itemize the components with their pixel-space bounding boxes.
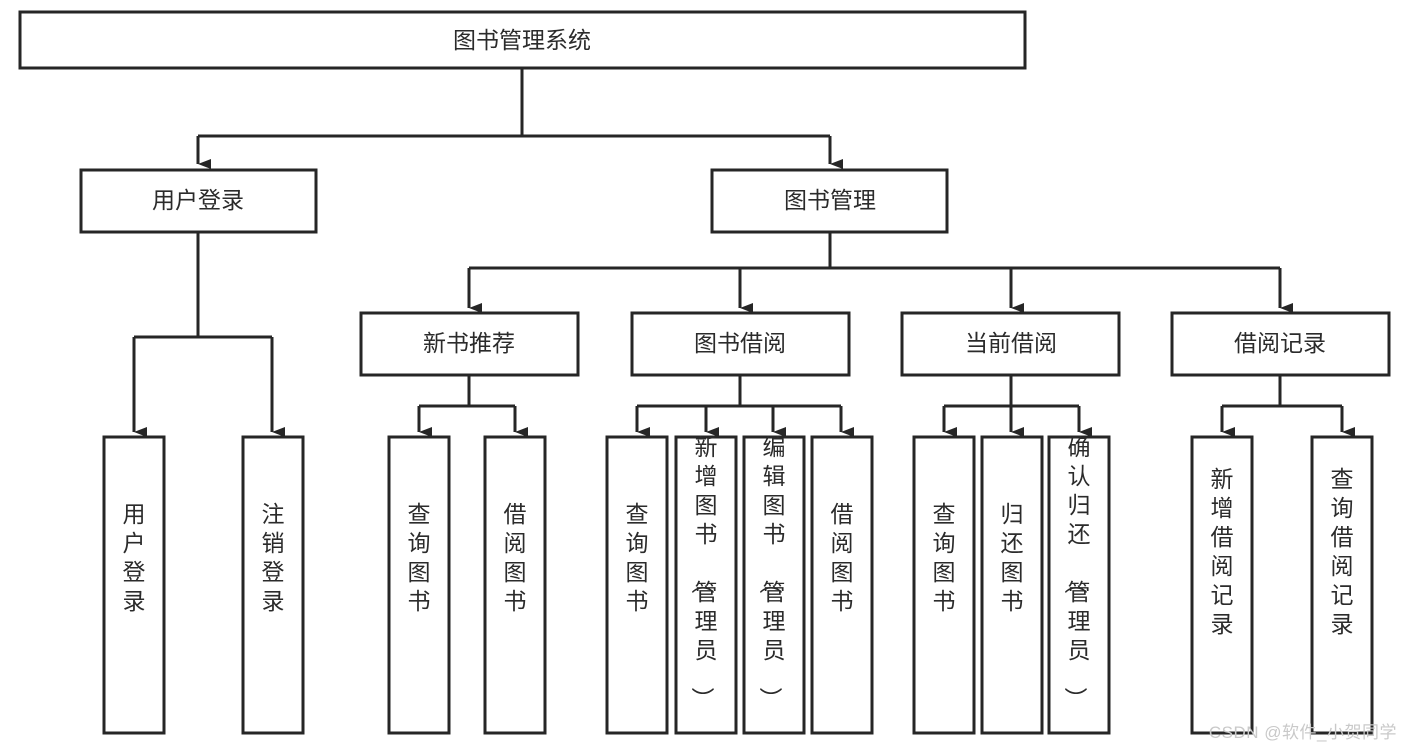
node-leaf-add-book[interactable]: 新增图书（管理员） [674, 434, 738, 735]
node-leaf-edit-book-box[interactable] [742, 435, 806, 735]
node-leaf-query-book-borrow[interactable]: 查询图书 [605, 435, 669, 735]
node-leaf-logout-box[interactable] [241, 435, 305, 735]
node-borrow-record[interactable]: 借阅记录 [1170, 311, 1391, 377]
node-leaf-query-record-label: 查询借阅记录 [1331, 466, 1354, 637]
node-current-borrow-box[interactable] [900, 311, 1121, 377]
node-root-label: 图书管理系统 [453, 27, 591, 53]
node-root[interactable]: 图书管理系统 [18, 10, 1027, 70]
node-leaf-borrow-book-rec[interactable]: 借阅图书 [483, 435, 547, 735]
node-leaf-confirm-return[interactable]: 确认归还（管理员） [1047, 434, 1111, 735]
node-leaf-query-book-rec-box[interactable] [387, 435, 451, 735]
node-leaf-user-login-box[interactable] [102, 435, 166, 735]
node-leaf-logout[interactable]: 注销登录 [241, 435, 305, 735]
node-leaf-edit-book[interactable]: 编辑图书（管理员） [742, 434, 806, 735]
node-leaf-borrow-book[interactable]: 借阅图书 [810, 435, 874, 735]
node-leaf-add-record-label: 新增借阅记录 [1211, 466, 1234, 637]
node-leaf-query-book-current-label: 查询图书 [933, 501, 956, 614]
node-leaf-edit-book-label: 编辑图书（管理员） [758, 434, 786, 710]
node-leaf-query-book-borrow-label: 查询图书 [626, 501, 649, 614]
node-leaf-return-book[interactable]: 归还图书 [980, 435, 1044, 735]
node-leaf-confirm-return-box[interactable] [1047, 435, 1111, 735]
node-book-borrow-box[interactable] [630, 311, 851, 377]
node-leaf-query-record[interactable]: 查询借阅记录 [1310, 435, 1374, 735]
node-leaf-query-book-borrow-box[interactable] [605, 435, 669, 735]
node-user-login[interactable]: 用户登录 [79, 168, 318, 234]
node-root-box[interactable] [18, 10, 1027, 70]
node-new-book-recommend[interactable]: 新书推荐 [359, 311, 580, 377]
node-new-book-recommend-box[interactable] [359, 311, 580, 377]
node-leaf-borrow-book-box[interactable] [810, 435, 874, 735]
edge-group [132, 68, 1355, 437]
node-user-login-label: 用户登录 [152, 187, 244, 213]
node-new-book-recommend-label: 新书推荐 [423, 330, 515, 356]
node-leaf-add-record[interactable]: 新增借阅记录 [1190, 435, 1254, 735]
node-leaf-user-login[interactable]: 用户登录 [102, 435, 166, 735]
node-leaf-borrow-book-rec-box[interactable] [483, 435, 547, 735]
node-leaf-query-book-rec[interactable]: 查询图书 [387, 435, 451, 735]
node-user-login-box[interactable] [79, 168, 318, 234]
node-book-mgmt[interactable]: 图书管理 [710, 168, 949, 234]
node-book-mgmt-box[interactable] [710, 168, 949, 234]
node-borrow-record-box[interactable] [1170, 311, 1391, 377]
node-leaf-query-record-box[interactable] [1310, 435, 1374, 735]
node-book-borrow[interactable]: 图书借阅 [630, 311, 851, 377]
node-leaf-query-book-current[interactable]: 查询图书 [912, 435, 976, 735]
csdn-watermark: CSDN @软件_小贺同学 [1208, 723, 1397, 742]
node-current-borrow-label: 当前借阅 [965, 330, 1057, 356]
node-leaf-user-login-label: 用户登录 [123, 501, 146, 614]
node-leaf-add-record-box[interactable] [1190, 435, 1254, 735]
node-leaf-logout-label: 注销登录 [262, 501, 285, 614]
node-leaf-query-book-rec-label: 查询图书 [408, 501, 431, 614]
node-current-borrow[interactable]: 当前借阅 [900, 311, 1121, 377]
node-borrow-record-label: 借阅记录 [1234, 330, 1326, 356]
node-leaf-borrow-book-rec-label: 借阅图书 [504, 501, 527, 614]
node-leaf-return-book-label: 归还图书 [1001, 501, 1024, 614]
node-book-borrow-label: 图书借阅 [694, 330, 786, 356]
node-leaf-confirm-return-label: 确认归还（管理员） [1063, 434, 1091, 710]
node-leaf-return-book-box[interactable] [980, 435, 1044, 735]
node-leaf-query-book-current-box[interactable] [912, 435, 976, 735]
node-leaf-add-book-label: 新增图书（管理员） [690, 434, 718, 710]
node-leaf-add-book-box[interactable] [674, 435, 738, 735]
node-book-mgmt-label: 图书管理 [784, 187, 876, 213]
node-leaf-borrow-book-label: 借阅图书 [831, 501, 854, 614]
